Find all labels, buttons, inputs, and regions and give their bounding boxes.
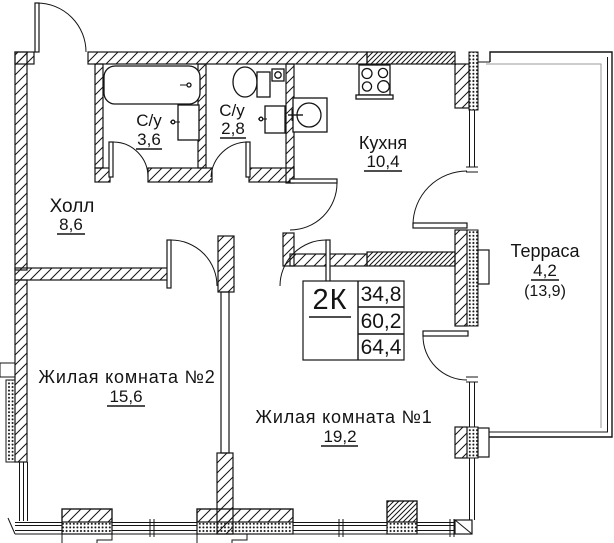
wall-north <box>87 51 368 65</box>
washbasin-bath1 <box>170 104 200 141</box>
door-bath1 <box>108 141 149 178</box>
pier-east-bottom <box>454 426 479 459</box>
unit-area-total: 64,4 <box>361 336 402 359</box>
bath1-label: С/у <box>136 111 162 130</box>
bathtub <box>103 65 201 105</box>
door-leaf <box>166 239 172 289</box>
door-swing-arc <box>170 239 218 287</box>
unit-area-main: 60,2 <box>361 310 402 333</box>
bath2-area: 2,8 <box>221 119 245 138</box>
wall-west-lower <box>14 279 28 463</box>
door-swing-arc <box>36 2 87 53</box>
stove <box>355 64 394 100</box>
fixtures <box>103 64 394 141</box>
pier-south-1 <box>61 508 113 535</box>
wall-hall-south <box>14 267 171 281</box>
toilet <box>232 66 271 98</box>
pier-rooms-divider-bottom <box>216 452 234 535</box>
kitchen-sink <box>288 97 328 133</box>
facade-ledge-west <box>0 362 15 378</box>
pier-east-middle <box>454 229 479 327</box>
wall-rooms-divider <box>220 291 230 454</box>
wall-bath-south-b <box>147 167 213 183</box>
door-leaf <box>422 330 469 337</box>
room1-area: 19,2 <box>323 427 356 446</box>
hall-label: Холл <box>50 196 95 217</box>
wall-kitchen-stub <box>282 232 295 267</box>
pier-south-2 <box>196 508 294 535</box>
kitchen-area: 10,4 <box>366 152 399 171</box>
window-west <box>19 462 28 521</box>
door-swing-arc <box>412 170 468 226</box>
vent-shaft <box>271 68 285 82</box>
room-labels: Холл 8,6 С/у 3,6 С/у 2,8 Кухня 10,4 Терр… <box>38 101 581 447</box>
east-wall <box>412 51 479 520</box>
door-leaf <box>34 2 40 53</box>
door-kitchen <box>289 178 338 231</box>
room1-label: Жилая комната №1 <box>255 407 432 427</box>
corner-south-east <box>454 519 473 535</box>
area-table: 2К 34,8 60,2 64,4 <box>302 280 405 361</box>
wall-kitchen-south-insulated <box>366 251 456 267</box>
room2-area: 15,6 <box>109 387 142 406</box>
door-kitchen-terrace <box>412 170 468 229</box>
door-swing-arc <box>422 335 468 381</box>
door-leaf <box>289 178 338 184</box>
balcony-ledge <box>196 534 248 543</box>
terrace-area: 4,2 <box>533 261 557 280</box>
balcony-ledge <box>61 534 113 543</box>
terrace-pillar <box>477 427 490 458</box>
room2-label: Жилая комната №2 <box>38 367 215 387</box>
outer-walls <box>0 51 456 521</box>
terrace-label: Терраса <box>510 241 580 261</box>
washbasin-bath2 <box>258 105 286 134</box>
door-room1-terrace <box>422 330 469 381</box>
unit-type-label: 2К <box>312 284 347 316</box>
window-east-3 <box>469 458 475 520</box>
kitchen-label: Кухня <box>359 133 407 153</box>
wall-north-insulated <box>366 51 456 65</box>
door-swing-arc <box>210 141 249 178</box>
bath1-area: 3,6 <box>137 130 161 149</box>
terrace-area-reduced: (13,9) <box>524 283 566 300</box>
wall-west-upper <box>14 51 28 271</box>
door-leaf <box>412 222 468 229</box>
door-swing-arc <box>289 182 338 231</box>
corner-miter <box>7 517 16 535</box>
wall-bath-south-a <box>94 167 111 183</box>
wall-bath-south-c <box>248 167 295 183</box>
window-east-1 <box>466 110 478 173</box>
pier-south-3 <box>386 500 418 535</box>
door-bath2 <box>210 141 251 178</box>
door-leaf <box>245 141 251 178</box>
terrace-outline <box>477 51 613 458</box>
door-swing-arc <box>279 239 327 287</box>
pier-rooms-divider-top <box>217 235 235 293</box>
entrance-door <box>34 2 87 53</box>
door-leaf <box>108 141 114 178</box>
bottom-facade <box>7 500 473 543</box>
unit-area-living: 34,8 <box>361 283 402 306</box>
terrace-pillar <box>477 249 490 285</box>
pier-east-top <box>454 51 479 111</box>
door-swing-arc <box>112 141 149 178</box>
door-room2 <box>166 239 218 289</box>
window-east-2 <box>466 376 478 427</box>
wall-west-insulation <box>5 379 16 463</box>
bath2-label: С/у <box>219 101 245 120</box>
hall-area: 8,6 <box>59 215 83 234</box>
doors <box>34 2 338 289</box>
wall-bath1-west <box>94 63 104 169</box>
